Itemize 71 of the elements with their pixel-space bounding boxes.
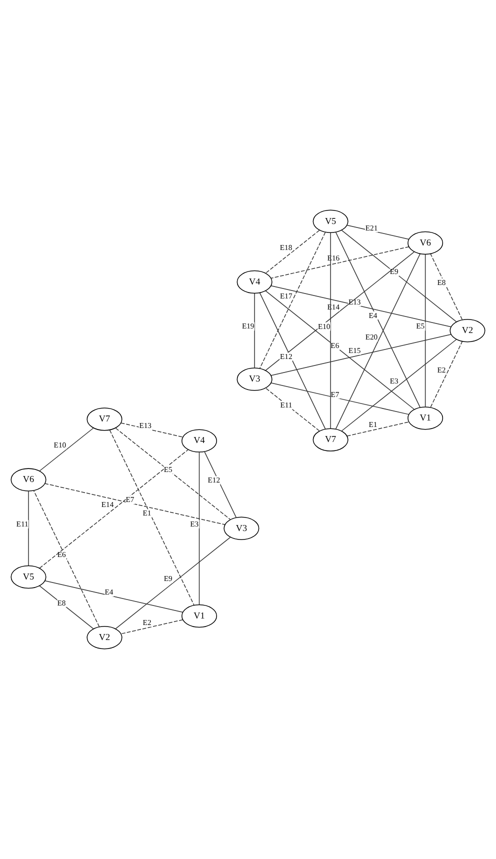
node-ellipse: V2 [450,318,486,342]
edge-label: E1 [368,420,378,430]
edge-label: E17 [280,291,292,300]
node-ellipse: V7 [312,428,348,452]
edge-label: E12 [208,476,220,485]
node-ellipse: V1 [182,604,218,628]
connector [39,449,189,568]
node-ellipse: V1 [408,406,444,430]
edge-label: E1 [142,508,152,518]
edge-label: E8 [57,598,66,608]
edge-label: E4 [368,310,378,320]
connector [44,483,226,526]
connector [198,452,200,605]
connector [430,254,463,320]
edge-label: E21 [365,223,378,232]
edge-label: E11 [16,519,28,528]
node-ellipse: V2 [86,626,122,650]
connector [28,490,29,566]
connector [39,428,94,472]
edge-label: E8 [437,278,446,287]
edge-label: E2 [437,365,446,374]
connector [341,230,457,322]
edge-label: E6 [57,550,66,559]
edge-label: E3 [390,376,398,386]
edge-label: E18 [280,242,292,252]
connector [259,232,326,369]
connector [424,254,426,408]
edge-label: E7 [330,390,340,399]
connector [265,230,320,274]
node-ellipse: V6 [408,231,444,255]
connector [265,252,414,371]
edge-label: E5 [416,322,425,331]
edge-label: E12 [280,352,292,362]
edge-label: E15 [348,346,361,355]
edge-label: E19 [242,322,254,331]
node-ellipse: V3 [224,516,260,540]
node-ellipse: V4 [182,429,218,452]
connector [44,580,184,613]
connector [270,246,410,279]
node-ellipse: V4 [236,270,272,294]
connector [109,430,194,606]
edge-label: E11 [280,400,292,410]
connector [33,490,100,628]
connector [254,293,255,368]
edge-label: E5 [164,464,172,474]
connector [39,585,94,630]
connector [335,232,420,408]
connector [341,339,457,432]
node-ellipse: V5 [10,565,46,589]
node-ellipse: V3 [236,368,272,391]
connector [270,382,410,415]
connector [430,341,463,408]
node-ellipse: V6 [10,468,46,492]
connector [265,388,320,432]
edge-label: E3 [190,520,199,529]
edge-label: E10 [318,322,330,331]
edge-label: E7 [126,495,134,504]
connector [204,451,236,518]
edge-label: E2 [142,618,152,627]
connector [330,232,331,429]
edge-label: E9 [390,267,398,276]
edge-label: E14 [101,500,114,509]
node-ellipse: V5 [312,210,348,233]
connector [115,536,231,630]
connector [270,285,452,328]
node-ellipse: V7 [86,408,122,431]
edge-label: E13 [139,421,152,430]
edge-label: E4 [104,588,114,597]
edge-label: E20 [365,332,378,342]
edge-label: E10 [54,440,66,450]
edge-label: E9 [164,574,172,584]
